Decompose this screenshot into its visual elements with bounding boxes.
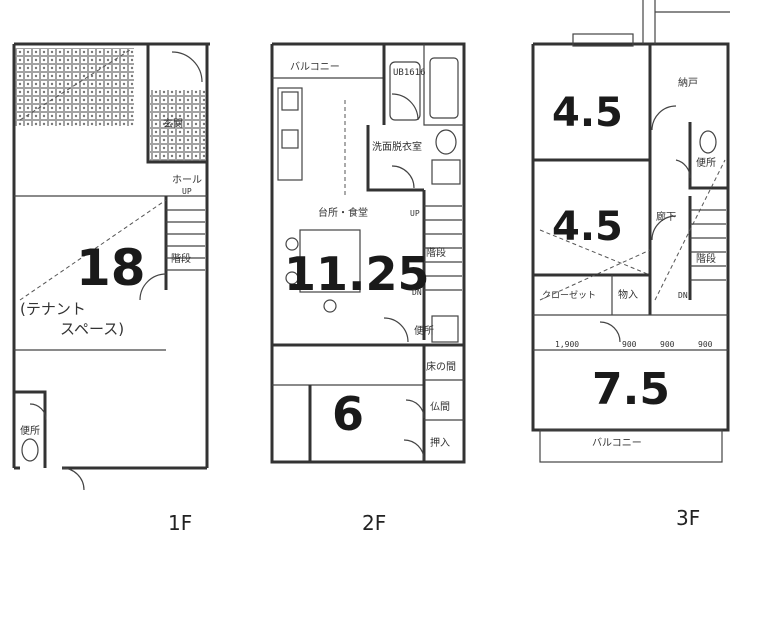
butsuma-label: 仏間	[430, 401, 450, 413]
corridor-label: 廊下	[656, 210, 676, 223]
stairs-3f-label: 階段	[696, 252, 716, 265]
door-2f-wash	[391, 165, 415, 189]
nando-label: 納戸	[678, 76, 698, 89]
chair-3	[323, 299, 337, 313]
toilet-1f-label: 便所	[20, 424, 40, 437]
toilet-fixture-1f	[21, 438, 39, 462]
washroom-label: 洗面脱衣室	[372, 140, 422, 153]
storage-label: 物入	[618, 288, 638, 301]
door-2f-toilet	[383, 317, 409, 343]
chair-2	[285, 271, 299, 285]
stairs-2f-label: 階段	[426, 246, 446, 259]
toilet-3f-label: 便所	[696, 156, 716, 169]
door-2f-oshiire	[403, 439, 425, 461]
wall-2f-bath	[423, 44, 464, 126]
room3-3f-number: 7.5	[592, 364, 670, 415]
door-3f-room1	[651, 105, 677, 131]
guide-line-b	[19, 49, 131, 121]
kitchen-counter	[277, 87, 303, 181]
hall-label: ホール	[172, 174, 202, 186]
wall-3f-outer	[531, 42, 730, 432]
door-1f-front	[61, 467, 85, 491]
room1-3f-number: 4.5	[552, 90, 623, 136]
japanese-room-number: 6	[332, 387, 364, 441]
oshiire-label: 押入	[430, 436, 450, 449]
hall-up-label: UP	[182, 187, 192, 196]
washer	[431, 159, 461, 185]
floor-3-label: 3F	[676, 506, 700, 530]
wall-1f-entrance	[146, 44, 207, 164]
balcony-2f-label: バルコニー	[290, 61, 340, 73]
door-3f-toilet	[675, 159, 691, 179]
wall-2f-wash	[366, 125, 424, 192]
ldk-area-number: 11.25	[284, 247, 430, 301]
stairs-1f-label: 階段	[171, 252, 191, 265]
floor-3-plan: 4.5 納戸 便所 4.5 廊下 階段 クローゼット 物入 DN 1,900 9…	[531, 0, 730, 530]
dn-2f-label: DN	[412, 288, 422, 297]
stairs-1f	[166, 209, 205, 271]
dash-3f-a	[539, 229, 651, 276]
kitchen-dining-label: 台所・食堂	[318, 206, 368, 219]
dimension-4: 900	[698, 340, 713, 349]
dash-3f-b	[539, 249, 651, 301]
entrance-tile	[150, 90, 205, 162]
floor-1-plan: 18 (テナント スペース) 玄関 ホール UP 階段 便所 1F	[12, 42, 210, 535]
stairs-2f	[424, 205, 462, 291]
floor-2-plan: バルコニー UB1616 洗面脱衣室 台所・食堂 UP 11.25 階段 DN …	[270, 42, 466, 535]
floor-1-label: 1F	[168, 511, 192, 535]
wall-1f-toilet	[14, 390, 47, 468]
door-2f-room6	[405, 399, 425, 419]
wall-2f-outer	[270, 42, 466, 464]
door-1f-stair	[139, 273, 167, 301]
bath-space	[429, 57, 459, 119]
floor-2-label: 2F	[362, 511, 386, 535]
dn-3f-label: DN	[678, 291, 688, 300]
door-1f-toilet	[29, 403, 47, 421]
tenant-label-2: スペース)	[60, 320, 124, 338]
toilet-room-2f	[431, 315, 459, 343]
up-2f-label: UP	[410, 209, 420, 218]
door-3f-room2	[651, 215, 677, 241]
tiled-area	[14, 48, 134, 126]
door-1f-entrance	[171, 51, 203, 83]
wash-basin	[435, 129, 457, 155]
room2-3f-number: 4.5	[552, 204, 623, 250]
chair-1	[285, 237, 299, 251]
stove	[281, 91, 299, 111]
balcony-3f-label: バルコニー	[592, 437, 642, 449]
sink	[281, 129, 299, 149]
dimension-1: 1,900	[555, 340, 579, 349]
dining-table	[299, 229, 361, 293]
tenant-label-1: (テナント	[20, 300, 86, 318]
guide-line-a	[19, 199, 167, 301]
closet-label: クローゼット	[542, 289, 596, 301]
bathtub	[389, 61, 421, 121]
bath-label: UB1616	[393, 68, 426, 78]
tokonoma-label: 床の間	[426, 360, 456, 373]
stairs-3f	[690, 209, 726, 281]
door-3f-room3	[599, 321, 621, 343]
tenant-area-number: 18	[76, 239, 146, 297]
toilet-fixture-3f	[699, 130, 717, 154]
toilet-2f-label: 便所	[414, 324, 434, 337]
dimension-3: 900	[660, 340, 675, 349]
balcony-3f	[539, 429, 723, 463]
wall-3f-toilet	[688, 122, 728, 190]
dimension-2: 900	[622, 340, 637, 349]
entrance-label: 玄関	[163, 117, 183, 130]
window-3f-top	[572, 33, 634, 47]
door-2f-bath	[391, 93, 419, 121]
dash-3f-c	[654, 159, 726, 301]
